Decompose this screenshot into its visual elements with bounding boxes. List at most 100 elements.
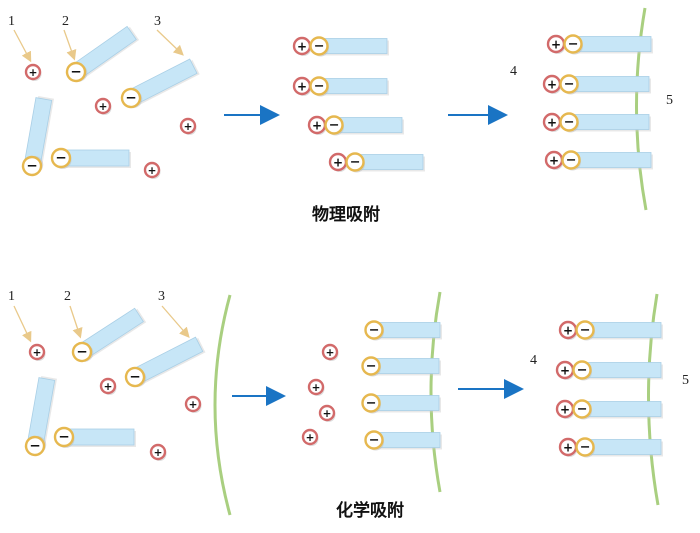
surfactant-molecule: −: [361, 393, 441, 414]
anion-head: [124, 366, 146, 388]
surfactant-molecule: −: [21, 96, 55, 177]
minus-sign: −: [566, 153, 577, 168]
plus-sign: +: [148, 165, 157, 177]
plus-sign: +: [563, 440, 573, 454]
cation: +: [143, 161, 161, 179]
label-2-top: 2: [62, 14, 69, 29]
minus-sign: −: [564, 115, 575, 130]
label-2-bottom: 2: [64, 289, 71, 304]
cation: +: [149, 443, 167, 461]
anion-head: [361, 356, 381, 376]
anion-head: [572, 399, 592, 419]
minus-sign: −: [329, 118, 340, 133]
surface-middle: [429, 291, 442, 493]
plus-sign: +: [563, 323, 573, 337]
anion-head: [345, 152, 365, 172]
label-4-top: 4: [510, 64, 517, 79]
plus-sign: +: [104, 381, 113, 393]
cation: +: [292, 36, 312, 56]
hydrophobic-tail: [568, 76, 650, 92]
plus-sign: +: [306, 432, 315, 444]
cation: +: [99, 377, 117, 395]
surfactant-molecule: −: [65, 25, 140, 83]
minus-sign: −: [564, 77, 575, 92]
plus-sign: +: [547, 115, 557, 129]
surfactant-molecule: −: [120, 58, 200, 109]
anion-head: [24, 435, 46, 457]
surfactant-molecule: −: [324, 115, 404, 136]
hydrophobic-tail: [581, 401, 662, 417]
surfactant-molecule: −: [50, 147, 131, 169]
hydrophobic-tail: [370, 395, 440, 411]
surface-right: [647, 293, 660, 506]
hydrophobic-tail: [584, 439, 662, 455]
anion-head: [364, 430, 384, 450]
surfactant-molecule: −: [575, 320, 663, 341]
minus-sign: −: [580, 440, 591, 455]
pointer-2: [63, 29, 77, 61]
plus-sign: +: [333, 155, 343, 169]
minus-sign: −: [70, 64, 81, 80]
plus-sign: +: [297, 79, 307, 93]
hydrophobic-tail: [370, 358, 440, 374]
minus-sign: −: [125, 90, 136, 106]
surfactant-molecule: −: [124, 336, 206, 388]
hydrophobic-tail: [318, 78, 388, 94]
surfactant-molecule: −: [563, 34, 653, 55]
pointer-1b: [13, 305, 32, 343]
anion-head: [563, 34, 583, 54]
plus-sign: +: [560, 402, 570, 416]
label-3-bottom: 3: [158, 289, 165, 304]
caption-physical: 物理吸附: [312, 204, 380, 225]
surfactant-molecule: −: [364, 430, 442, 451]
anion-head: [21, 155, 43, 177]
plus-sign: +: [549, 153, 559, 167]
minus-sign: −: [55, 150, 66, 166]
anion-head: [71, 341, 93, 363]
surfactant-molecule: −: [361, 356, 441, 377]
cation: +: [318, 404, 336, 422]
hydrophobic-tail: [333, 117, 403, 133]
plus-sign: +: [33, 347, 42, 359]
plus-sign: +: [312, 118, 322, 132]
hydrophobic-tail: [63, 428, 135, 446]
minus-sign: −: [369, 433, 380, 448]
surfactant-molecule: −: [345, 152, 425, 173]
hydrophobic-tail: [373, 432, 441, 448]
cation: +: [558, 320, 578, 340]
cation: +: [321, 343, 339, 361]
minus-sign: −: [350, 155, 361, 170]
surfactant-molecule: −: [561, 150, 653, 171]
anion-head: [364, 320, 384, 340]
cation: +: [546, 34, 566, 54]
cation: +: [555, 399, 575, 419]
cation: +: [328, 152, 348, 172]
cation: +: [542, 112, 562, 132]
cation: +: [307, 115, 327, 135]
anion-head: [561, 150, 581, 170]
plus-sign: +: [189, 399, 198, 411]
minus-sign: −: [580, 323, 591, 338]
minus-sign: −: [314, 39, 325, 54]
hydrophobic-tail: [570, 152, 652, 168]
plus-sign: +: [99, 101, 108, 113]
caption-chemical: 化学吸附: [336, 500, 404, 521]
minus-sign: −: [129, 369, 140, 385]
anion-head: [361, 393, 381, 413]
surfactant-molecule: −: [572, 399, 663, 420]
anion-head: [575, 437, 595, 457]
plus-sign: +: [312, 382, 321, 394]
cation: +: [292, 76, 312, 96]
label-3-top: 3: [154, 14, 161, 29]
plus-sign: +: [154, 447, 163, 459]
minus-sign: −: [369, 323, 380, 338]
surfactant-molecule: −: [364, 320, 442, 341]
surfactant-molecule: −: [309, 76, 389, 97]
surfactant-molecule: −: [559, 74, 651, 95]
minus-sign: −: [58, 429, 69, 445]
surfactant-molecule: −: [71, 307, 147, 363]
plus-sign: +: [326, 347, 335, 359]
anion-head: [575, 320, 595, 340]
hydrophobic-tail: [568, 114, 650, 130]
